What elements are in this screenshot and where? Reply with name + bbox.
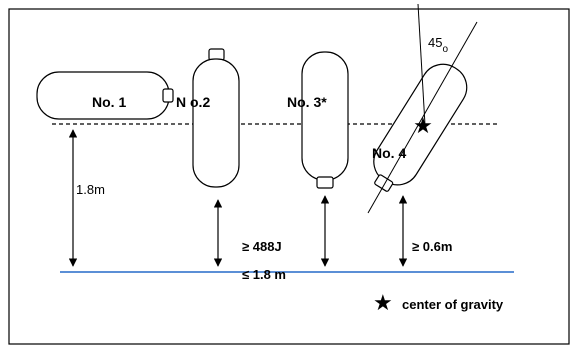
label-no3: No. 3* xyxy=(287,94,327,110)
label-no2: N o.2 xyxy=(176,94,210,110)
cylinder-no3 xyxy=(301,51,349,189)
cylinder-no3-body xyxy=(301,51,349,181)
diagram-frame xyxy=(8,8,570,345)
min-clearance-label: ≥ 0.6m xyxy=(412,239,452,254)
cylinder-no3-valve xyxy=(316,176,334,189)
angle-unit: o xyxy=(442,44,448,55)
vertical-reference-line xyxy=(417,3,426,126)
cylinder-axis-line xyxy=(367,21,478,214)
label-no4: No. 4 xyxy=(372,145,406,161)
cylinder-no1 xyxy=(36,71,174,120)
angle-value: 45 xyxy=(428,35,442,50)
energy-label: ≥ 488J xyxy=(242,239,282,254)
cylinder-no1-valve xyxy=(162,88,174,103)
cylinder-no2 xyxy=(192,48,240,188)
legend-star-icon: ★ xyxy=(373,290,393,315)
cylinder-no4-valve xyxy=(374,174,394,192)
cylinder-no2-valve xyxy=(208,48,225,61)
legend-cog-label: center of gravity xyxy=(402,297,504,312)
height-label: 1.8m xyxy=(76,182,105,197)
cylinder-no2-body xyxy=(192,58,240,188)
angle-label: 45o xyxy=(428,35,448,55)
max-height-label: ≤ 1.8 m xyxy=(242,267,286,282)
label-no1: No. 1 xyxy=(92,94,126,110)
center-of-gravity-star-icon: ★ xyxy=(413,113,433,138)
cylinder-no4 xyxy=(373,63,468,192)
